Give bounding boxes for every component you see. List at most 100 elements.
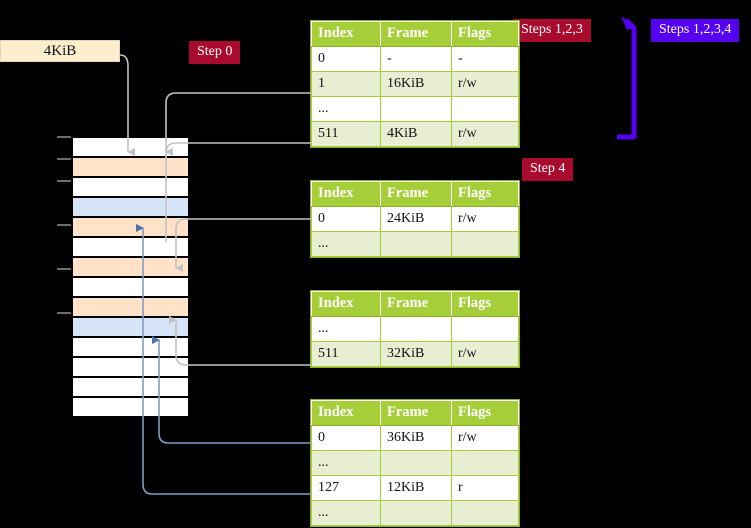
memory-frame-row <box>71 236 190 258</box>
badge-steps-1-2-3-4-label: Steps 1,2,3,4 <box>659 22 732 37</box>
memory-frame-row <box>71 296 190 318</box>
column-header-index: Index <box>311 400 381 426</box>
cell-flags <box>451 316 519 342</box>
cell-frame <box>380 96 452 122</box>
cell-frame: 16KiB <box>380 71 452 97</box>
cell-flags: r/w <box>451 71 519 97</box>
column-header-index: Index <box>311 181 381 207</box>
table-row: ... <box>311 316 519 342</box>
memory-frame-row <box>71 316 190 338</box>
cell-index: 0 <box>311 206 381 232</box>
wire-memory-to-table1 <box>175 218 311 272</box>
cell-frame: 12KiB <box>380 475 452 501</box>
memory-tick <box>57 180 71 182</box>
table-row: ... <box>311 500 519 526</box>
cell-index: ... <box>311 450 381 476</box>
memory-frame-row <box>71 176 190 198</box>
column-header-flags: Flags <box>451 291 519 317</box>
memory-frame-row <box>71 396 190 418</box>
column-header-frame: Frame <box>380 400 452 426</box>
memory-frame-row <box>71 156 190 178</box>
cell-index: 0 <box>311 46 381 72</box>
cell-flags: r/w <box>451 206 519 232</box>
column-header-frame: Frame <box>380 291 452 317</box>
wire-steps-1234-arrowhead <box>621 16 636 30</box>
cell-frame: - <box>380 46 452 72</box>
cell-index: 511 <box>311 121 381 147</box>
table-row: ... <box>311 96 519 122</box>
column-header-frame: Frame <box>380 21 452 47</box>
cell-frame: 32KiB <box>380 341 452 367</box>
cell-frame: 24KiB <box>380 206 452 232</box>
memory-frame-row <box>71 216 190 238</box>
cell-index: 1 <box>311 71 381 97</box>
memory-tick <box>57 224 71 226</box>
memory-tick <box>57 268 71 270</box>
memory-frame-row <box>71 336 190 358</box>
memory-tick <box>57 312 71 314</box>
cell-index: ... <box>311 500 381 526</box>
cell-index: 127 <box>311 475 381 501</box>
column-header-flags: Flags <box>451 181 519 207</box>
table-row: ... <box>311 231 519 257</box>
cell-frame <box>380 231 452 257</box>
column-header-index: Index <box>311 21 381 47</box>
cell-flags: r <box>451 475 519 501</box>
cell-index: 511 <box>311 341 381 367</box>
table-row: 0-- <box>311 46 519 72</box>
cell-flags: r/w <box>451 121 519 147</box>
column-header-flags: Flags <box>451 400 519 426</box>
cell-flags: r/w <box>451 341 519 367</box>
cell-index: 0 <box>311 425 381 451</box>
badge-step-4-label: Step 4 <box>530 161 566 176</box>
badge-step-0-label: Step 0 <box>197 44 233 59</box>
badge-steps-1-2-3-label: Steps 1,2,3 <box>521 22 583 37</box>
column-header-flags: Flags <box>451 21 519 47</box>
cell-flags: - <box>451 46 519 72</box>
cell-flags <box>451 231 519 257</box>
cell-index: ... <box>311 316 381 342</box>
memory-frame-row <box>71 356 190 378</box>
physical-memory-column <box>71 136 190 418</box>
wire-table0-row1-route <box>165 92 311 120</box>
memory-tick <box>57 136 71 138</box>
cell-flags <box>451 450 519 476</box>
badge-step-4: Step 4 <box>522 158 574 181</box>
badge-step-0: Step 0 <box>189 41 241 64</box>
cell-flags <box>451 500 519 526</box>
badge-steps-1-2-3: Steps 1,2,3 <box>513 19 591 42</box>
column-header-index: Index <box>311 291 381 317</box>
wire-steps-1234-arrow <box>617 18 637 140</box>
memory-frame-row <box>71 136 190 158</box>
cell-frame <box>380 500 452 526</box>
cell-flags: r/w <box>451 425 519 451</box>
cell-index: ... <box>311 96 381 122</box>
table-row: ... <box>311 450 519 476</box>
size-label-text: 4KiB <box>43 42 77 59</box>
badge-steps-1-2-3-4: Steps 1,2,3,4 <box>651 19 740 42</box>
memory-frame-row <box>71 256 190 278</box>
cell-frame: 4KiB <box>380 121 452 147</box>
wire-memory-to-table2 <box>169 316 311 366</box>
cell-index: ... <box>311 231 381 257</box>
cell-frame <box>380 316 452 342</box>
cell-frame <box>380 450 452 476</box>
cell-flags <box>451 96 519 122</box>
memory-frame-row <box>71 376 190 398</box>
size-label-box: 4KiB <box>0 40 120 62</box>
memory-frame-row <box>71 276 190 298</box>
column-header-frame: Frame <box>380 181 452 207</box>
memory-frame-row <box>71 196 190 218</box>
cell-frame: 36KiB <box>380 425 452 451</box>
